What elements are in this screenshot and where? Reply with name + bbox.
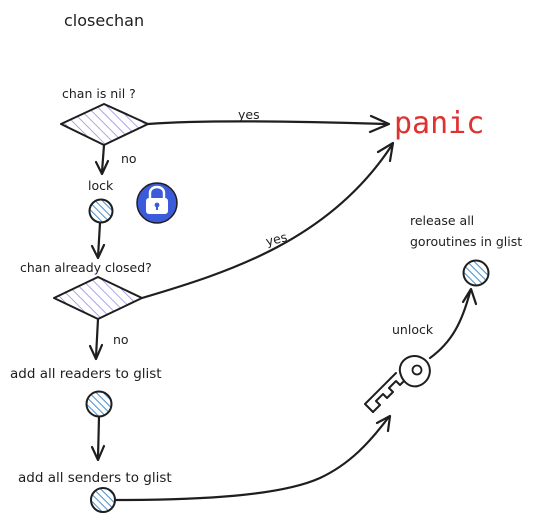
decision-chan-nil: [60, 103, 149, 146]
diagram-title: closechan: [64, 11, 144, 30]
edge-closed-yes-label: yes: [264, 229, 289, 249]
decision-chan-nil-label: chan is nil ?: [62, 86, 136, 101]
edge-unlock-to-release: [428, 290, 472, 360]
edge-nil-no-arrowhead: [94, 159, 110, 176]
edge-unlock-to-release-arrowhead: [461, 287, 478, 306]
release-label-line1: release all: [410, 213, 474, 228]
release-label-line2: goroutines in glist: [410, 234, 522, 249]
edge-readers-to-senders: [96, 415, 101, 460]
edge-closed-yes-arrowhead: [376, 141, 395, 163]
edge-lock-to-closed: [96, 221, 102, 259]
edge-closed-no-label: no: [113, 332, 129, 347]
lock-label: lock: [88, 178, 114, 193]
unlock-label: unlock: [392, 322, 434, 337]
panic-label: panic: [394, 106, 484, 141]
add-senders-node: [90, 487, 116, 513]
edge-lock-to-closed-arrowhead: [90, 243, 106, 260]
edge-senders-to-unlock: [113, 416, 390, 502]
edge-nil-no-label: no: [121, 151, 137, 166]
edge-senders-to-unlock-arrowhead: [375, 414, 392, 433]
edge-closed-no: [94, 317, 100, 359]
add-readers-label: add all readers to glist: [10, 366, 162, 382]
key-icon: [364, 354, 431, 413]
add-senders-label: add all senders to glist: [18, 470, 172, 486]
edge-nil-yes: [146, 120, 387, 126]
decision-already-closed: [53, 276, 143, 320]
padlock-icon: [136, 182, 178, 224]
decision-already-closed-label: chan already closed?: [20, 260, 152, 275]
edge-nil-yes-label: yes: [238, 107, 260, 122]
add-readers-node: [85, 390, 113, 418]
edge-closed-no-arrowhead: [88, 343, 104, 361]
edge-nil-yes-arrowhead: [368, 114, 391, 134]
edge-nil-no: [100, 143, 106, 174]
release-node: [462, 259, 490, 287]
edge-readers-to-senders-arrowhead: [90, 444, 106, 462]
edge-closed-yes: [140, 143, 394, 300]
lock-node: [88, 198, 114, 224]
